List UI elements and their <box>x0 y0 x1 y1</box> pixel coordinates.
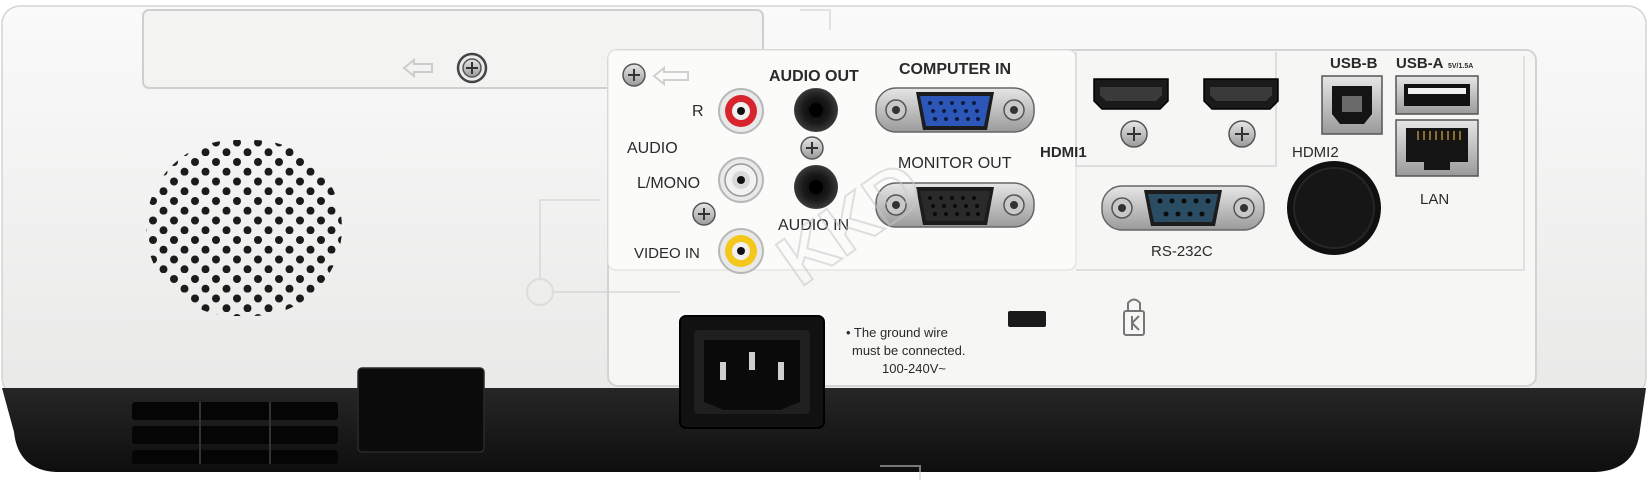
usb-a-port[interactable] <box>1395 75 1479 115</box>
audio-l-mono-jack[interactable] <box>718 157 764 203</box>
hdmi2-label: HDMI2 <box>1292 144 1339 161</box>
audio-out-label: AUDIO OUT <box>769 68 859 85</box>
kensington-lock-icon <box>1123 298 1145 336</box>
rs232c-port[interactable] <box>1101 185 1265 231</box>
usb-b-port[interactable] <box>1321 75 1383 135</box>
video-in-jack[interactable] <box>718 228 764 274</box>
monitor-out-label: MONITOR OUT <box>898 155 1012 172</box>
audio-in-label: AUDIO IN <box>778 217 849 234</box>
panel-screw-icon <box>800 136 824 160</box>
speaker-grill <box>146 140 342 316</box>
foot-block <box>357 367 485 453</box>
hdmi2-port[interactable] <box>1203 78 1279 110</box>
ground-notice-line1: • The ground wire <box>846 325 948 340</box>
panel-screw-icon <box>622 63 646 87</box>
audio-out-jack[interactable] <box>794 88 838 132</box>
usb-b-label: USB-B <box>1330 55 1378 72</box>
l-mono-label: L/MONO <box>637 175 700 192</box>
audio-in-jack[interactable] <box>794 165 838 209</box>
hdmi1-port[interactable] <box>1093 78 1169 110</box>
rs232c-label: RS-232C <box>1151 243 1213 260</box>
arrow-icon <box>652 65 689 87</box>
panel-screw-icon <box>1120 120 1148 148</box>
ground-notice-line2: must be connected. <box>852 343 965 358</box>
computer-in-port[interactable] <box>875 87 1035 133</box>
r-label: R <box>692 103 704 120</box>
panel-screw-icon <box>1228 120 1256 148</box>
security-bar-slot <box>1008 311 1046 327</box>
hdmi1-label: HDMI1 <box>1040 144 1087 161</box>
base-vent <box>132 402 338 464</box>
port-cap <box>1287 161 1381 255</box>
cover-screw-icon <box>456 52 488 84</box>
lan-port[interactable] <box>1395 119 1479 177</box>
monitor-out-port[interactable] <box>875 182 1035 228</box>
computer-in-label: COMPUTER IN <box>899 61 1011 78</box>
audio-r-jack[interactable] <box>718 88 764 134</box>
voltage-label: 100-240V~ <box>882 361 946 376</box>
audio-label: AUDIO <box>627 140 678 157</box>
usb-a-rating-label: 5V/1.5A <box>1448 63 1473 70</box>
video-in-label: VIDEO IN <box>634 245 700 262</box>
panel-screw-icon <box>692 202 716 226</box>
arrow-icon <box>402 57 433 79</box>
power-inlet[interactable] <box>679 315 825 429</box>
lan-label: LAN <box>1420 191 1449 208</box>
usb-a-label: USB-A <box>1396 55 1444 72</box>
